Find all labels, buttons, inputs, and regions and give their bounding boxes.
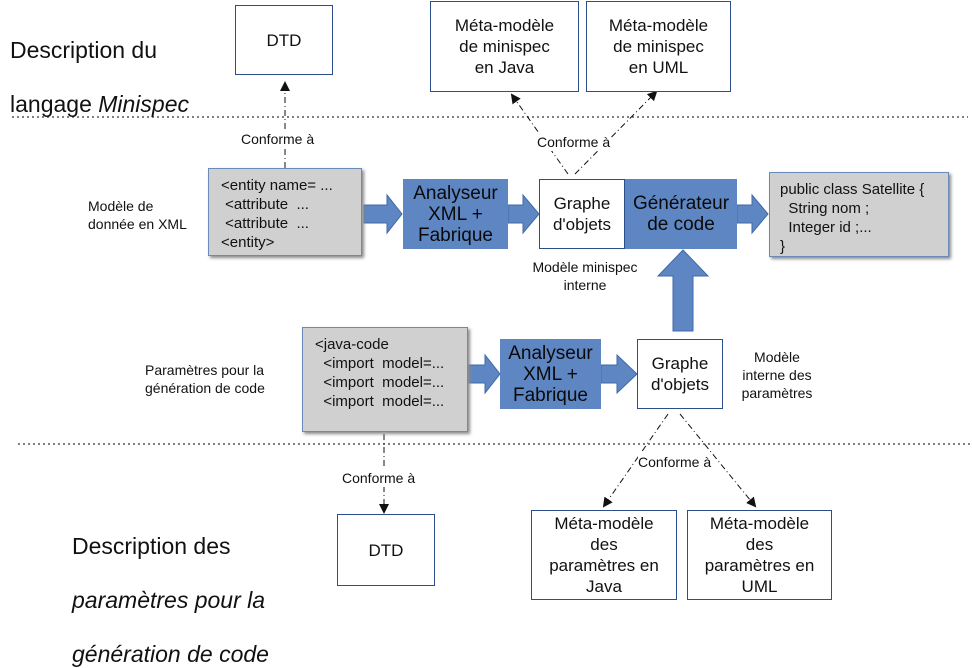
block-arrow-xml-to-analyseur (363, 193, 403, 235)
conforme-label-bottom-right: Conforme à (638, 453, 712, 471)
dtd-box-top: DTD (235, 5, 333, 75)
block-arrow-generateur-to-code (736, 193, 769, 235)
title-description-parametres: Description des paramètres pour la génér… (72, 506, 269, 668)
dtd-box-bottom: DTD (337, 514, 435, 586)
title-line1: Description du (10, 37, 158, 63)
conforme-label-bottom-left: Conforme à (342, 469, 416, 487)
meta-model-java-box: Méta-modèle de minispec en Java (430, 1, 579, 92)
meta-model-uml-box: Méta-modèle de minispec en UML (586, 1, 731, 92)
graphe-objets-box: Graphe d'objets (539, 179, 625, 249)
params-label: Paramètres pour la génération de code (145, 362, 265, 396)
analyseur-box: Analyseur XML + Fabrique (403, 179, 508, 249)
connectors-layer (12, 81, 970, 514)
arrow-graphe2-to-meta-java (602, 413, 669, 508)
conforme-label-left: Conforme à (241, 130, 315, 148)
title2-line1: Description des (72, 533, 231, 559)
title-line2: langage (10, 91, 99, 117)
meta-model-params-java-box: Méta-modèle des paramètres en Java (531, 510, 677, 600)
block-arrow-params-to-analyseur (468, 353, 501, 395)
meta-model-params-uml-box: Méta-modèle des paramètres en UML (687, 510, 832, 600)
title-description-langage: Description du langage Minispec (10, 10, 189, 118)
block-arrow-up-to-generateur (656, 249, 710, 332)
conforme-label-right: Conforme à (537, 133, 611, 151)
title2-line3: génération de code (72, 641, 269, 667)
java-code-box: public class Satellite { String nom ; In… (769, 172, 949, 257)
analyseur-box-2: Analyseur XML + Fabrique (500, 339, 601, 409)
xml-model-label: Modèle de donnée en XML (88, 198, 187, 232)
title2-line2: paramètres pour la (72, 587, 266, 613)
modele-interne-params-label: Modèle interne des paramètres (741, 349, 813, 401)
block-arrow-analyseur-to-graphe2 (600, 353, 638, 395)
modele-minispec-interne-label: Modèle minispec interne (532, 259, 638, 293)
java-code-xml-box: <java-code <import model=... <import mod… (302, 327, 468, 432)
xml-code-box: <entity name= ... <attribute ... <attrib… (208, 168, 362, 256)
title-minispec: Minispec (98, 91, 190, 117)
block-arrow-analyseur-to-graphe (507, 193, 540, 235)
graphe-objets-box-2: Graphe d'objets (637, 339, 723, 409)
generateur-code-box: Générateur de code (625, 179, 737, 249)
arrow-graphe-to-meta-uml (574, 90, 658, 175)
